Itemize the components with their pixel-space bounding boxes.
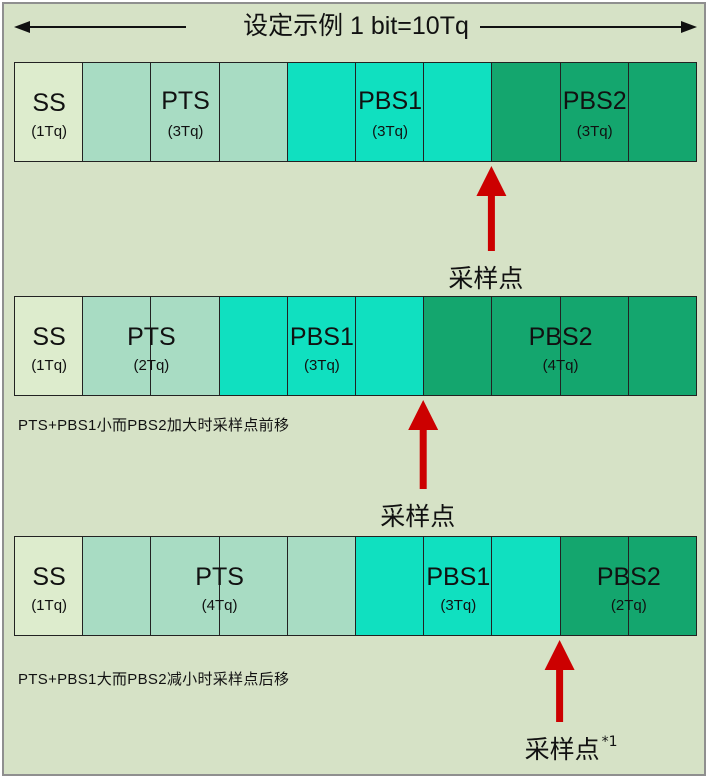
tq-cell-pbs1 (492, 537, 561, 635)
tq-cell-pbs2 (492, 63, 561, 161)
segment-tq-ss: (1Tq) (31, 123, 68, 140)
segment-label-pbs2: PBS2 (528, 323, 593, 351)
segment-label-ss: SS (32, 323, 66, 351)
tq-cell-pbs1 (356, 297, 425, 395)
sample-point-text: 采样点 (524, 735, 600, 764)
segment-label-pbs1: PBS1 (289, 323, 354, 351)
tq-cell-ss (15, 297, 84, 395)
tq-cell-pts (83, 297, 152, 395)
bit-timing-row-3: SS (1Tq) PTS (4Tq) PBS1 (3Tq) PBS2 (2Tq) (14, 536, 697, 636)
tq-cell-pts (151, 63, 220, 161)
segment-tq-pbs2: (2Tq) (610, 597, 647, 614)
header: 设定示例 1 bit=10Tq (0, 0, 712, 52)
tq-cell-pbs1 (424, 63, 493, 161)
sample-point-label: 采样点 (380, 497, 455, 533)
segment-label-pbs2: PBS2 (562, 87, 627, 115)
tq-cell-pts (151, 537, 220, 635)
tq-cell-pbs1 (356, 537, 425, 635)
tq-cell-pbs1 (424, 537, 493, 635)
sample-point-text: 采样点 (380, 502, 456, 531)
segment-tq-pbs2: (4Tq) (542, 357, 579, 374)
sample-point-label: 采样点 (448, 259, 523, 295)
tq-cell-pbs2 (628, 537, 697, 635)
tq-cell-pbs2 (492, 297, 561, 395)
segment-label-pts: PTS (195, 563, 244, 591)
tq-cell-pts (151, 297, 220, 395)
tq-cell-pbs2 (560, 537, 629, 635)
sample-point-text: 采样点 (448, 264, 524, 293)
segment-tq-pts: (3Tq) (167, 123, 204, 140)
bit-timing-row-2: SS (1Tq) PTS (2Tq) PBS1 (3Tq) PBS2 (4Tq) (14, 296, 697, 396)
diagram-title: 设定示例 1 bit=10Tq (0, 8, 712, 44)
segment-tq-pbs2: (3Tq) (576, 123, 613, 140)
tq-cell-pbs2 (628, 297, 697, 395)
segment-label-pts: PTS (127, 323, 176, 351)
tq-cell-pbs2 (628, 63, 697, 161)
tq-cell-pbs1 (356, 63, 425, 161)
segment-tq-pbs1: (3Tq) (303, 357, 340, 374)
segment-label-ss: SS (32, 563, 66, 591)
tq-cell-pbs2 (560, 297, 629, 395)
tq-cell-pbs2 (560, 63, 629, 161)
sample-point-label: 采样点*1 (525, 730, 618, 766)
segment-tq-pts: (2Tq) (133, 357, 170, 374)
example-note: PTS+PBS1大而PBS2减小时采样点后移 (18, 671, 290, 688)
tq-cell-pts (219, 537, 288, 635)
segment-tq-ss: (1Tq) (31, 357, 68, 374)
segment-label-pts: PTS (161, 87, 210, 115)
tq-cell-pbs1 (287, 63, 356, 161)
tq-cell-pbs1 (287, 297, 356, 395)
tq-cell-ss (15, 63, 84, 161)
tq-cell-pts (83, 63, 152, 161)
segment-tq-pbs1: (3Tq) (440, 597, 477, 614)
tq-cell-pbs1 (219, 297, 288, 395)
segment-label-pbs1: PBS1 (358, 87, 423, 115)
segment-label-pbs1: PBS1 (426, 563, 491, 591)
segment-tq-pts: (4Tq) (201, 597, 238, 614)
tq-cell-pts (83, 537, 152, 635)
bit-timing-row-1: SS (1Tq) PTS (3Tq) PBS1 (3Tq) PBS2 (3Tq) (14, 62, 697, 162)
tq-cell-pbs2 (424, 297, 493, 395)
segment-label-pbs2: PBS2 (596, 563, 661, 591)
segment-label-ss: SS (32, 89, 66, 117)
example-note: PTS+PBS1小而PBS2加大时采样点前移 (18, 417, 290, 434)
segment-tq-ss: (1Tq) (31, 597, 68, 614)
tq-cell-pts (219, 63, 288, 161)
sample-point-footnote: *1 (601, 734, 618, 750)
segment-tq-pbs1: (3Tq) (372, 123, 409, 140)
tq-cell-pts (287, 537, 356, 635)
tq-cell-ss (15, 537, 84, 635)
